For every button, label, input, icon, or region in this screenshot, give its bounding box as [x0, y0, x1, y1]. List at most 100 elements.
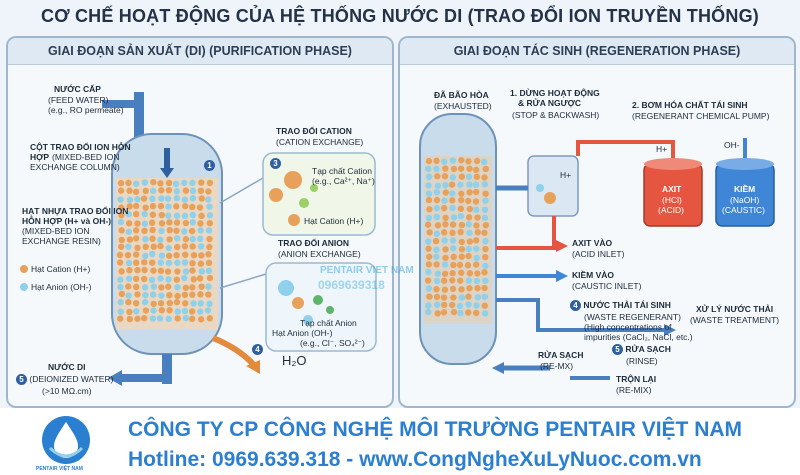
resin-bead [474, 278, 480, 284]
resin-bead [449, 277, 455, 283]
caustic-inlet-sub: (CAUSTIC INLET) [572, 281, 641, 291]
resin-bead [465, 253, 471, 259]
resin-bead [426, 261, 432, 267]
legend-cation: Hạt Cation (H+) [20, 264, 90, 274]
column-sub2: EXCHANGE COLUMN) [30, 162, 120, 172]
resin-bead [467, 206, 473, 212]
resin-bead [426, 229, 432, 235]
resin-bead [198, 252, 204, 258]
resin-bead [166, 292, 172, 298]
resin-bead [465, 301, 471, 307]
resin-bead [458, 286, 464, 292]
resin-bead [434, 173, 440, 179]
resin-bead [133, 300, 139, 306]
cation-impurity: Tạp chất Cation [312, 166, 372, 176]
resin-bead [189, 260, 195, 266]
resin-bead [150, 291, 156, 297]
resin-bead [483, 166, 489, 172]
resin-bead [205, 196, 211, 202]
resin-bead [133, 276, 139, 282]
remix-title: TRỘN LẠI [616, 374, 656, 384]
resin-bead [198, 261, 204, 267]
resin-bead [150, 203, 156, 209]
resin-bead [117, 259, 123, 265]
resin-bead [165, 245, 171, 251]
resin-bead [167, 300, 173, 306]
resin-bead [197, 227, 203, 233]
resin-bead [189, 267, 195, 273]
resin-bead [473, 310, 479, 316]
resin-bead [434, 278, 440, 284]
water-label: H₂O [282, 354, 307, 368]
resin-bead [191, 276, 197, 282]
resin-bead [143, 188, 149, 194]
resin-bead [157, 315, 163, 321]
resin-bead [142, 221, 148, 227]
resin-bead [474, 214, 480, 220]
step-badge: 3 [270, 158, 281, 169]
resin-bead [473, 255, 479, 261]
anion-impurity: Tạp chất Anion [300, 318, 357, 328]
resin-bead [134, 245, 140, 251]
resin-bead [158, 292, 164, 298]
resin-bead [482, 294, 488, 300]
resin-bead [466, 166, 472, 172]
resin-bead [441, 197, 447, 203]
hotline-link[interactable]: Hotline: 0969.639.318 - www.CongNgheXuLy… [128, 448, 702, 472]
resin-bead [426, 158, 432, 164]
resin-bead [474, 270, 480, 276]
resin-bead [466, 181, 472, 187]
resin-bead [198, 188, 204, 194]
waste-title: 4 NƯỚC THẢI TÁI SINH [570, 300, 671, 311]
resin-bead [466, 285, 472, 291]
resin-bead [173, 203, 179, 209]
resin-bead [465, 158, 471, 164]
resin-bead [125, 180, 131, 186]
resin-bead [118, 244, 124, 250]
resin-bead [141, 259, 147, 265]
pump-sub: (REGENERANT CHEMICAL PUMP) [632, 111, 769, 121]
resin-bead [174, 268, 180, 274]
resin-bead [199, 268, 205, 274]
resin-bead [465, 246, 471, 252]
acid-tank-top [644, 158, 702, 170]
resin-title1: HẠT NHỰA TRAO ĐỔI ION [22, 206, 128, 216]
resin-bead [189, 204, 195, 210]
resin-bead [157, 243, 163, 249]
resin-bead [458, 270, 464, 276]
caustic-inlet-title: KIỀM VÀO [572, 270, 614, 280]
rinse2-title: 5 RỬA SẠCH [612, 344, 671, 355]
resin-bead [457, 277, 463, 283]
resin-bead [458, 165, 464, 171]
acid-inlet-pipe [496, 216, 554, 248]
purification-panel: GIAI ĐOẠN SẢN XUẤT (DI) (PURIFICATION PH… [6, 36, 394, 408]
resin-bead [457, 262, 463, 268]
resin-bead [141, 195, 147, 201]
step-1: 1 [204, 160, 215, 171]
resin-bead [165, 268, 171, 274]
resin-bead [449, 197, 455, 203]
resin-bead [182, 203, 188, 209]
resin-bead [206, 203, 212, 209]
resin-bead [206, 227, 212, 233]
resin-bead [133, 308, 139, 314]
anion-bead-icon [278, 280, 294, 296]
rinse1-title: RỬA SẠCH [538, 350, 583, 360]
backwash-tank [528, 156, 578, 216]
resin-bead [465, 198, 471, 204]
resin-bead [174, 308, 180, 314]
resin-bead [174, 276, 180, 282]
resin-bead [473, 198, 479, 204]
base-title: KIỀM [734, 184, 755, 194]
resin-bead [459, 173, 465, 179]
resin-bead [199, 195, 205, 201]
waste-sub1: (WASTE REGENERANT) [584, 312, 681, 322]
resin-bead [141, 211, 147, 217]
resin-bead [465, 262, 471, 268]
step-badge: 5 [16, 374, 27, 385]
cation-bead-icon [269, 188, 283, 202]
resin-bead [443, 189, 449, 195]
water-outflow [213, 338, 253, 364]
resin-bead [426, 197, 432, 203]
resin-bead [189, 236, 195, 242]
